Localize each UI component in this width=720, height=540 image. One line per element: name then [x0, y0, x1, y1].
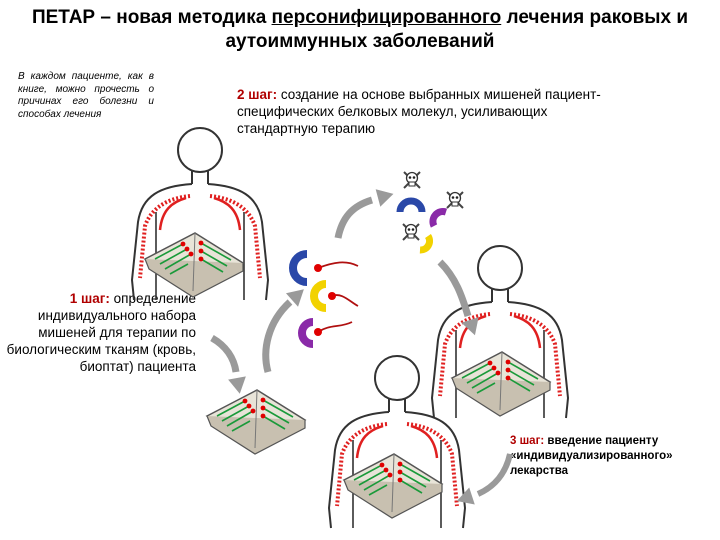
process-arrows — [210, 185, 513, 510]
step-2-description: создание на основе выбранных мишеней пац… — [237, 87, 601, 136]
arrow-targets-to-patient — [437, 259, 472, 318]
step-1-text: 1 шаг: определение индивидуального набор… — [4, 290, 196, 375]
title-part-1: ПЕТАР – новая методика — [31, 7, 272, 28]
step-1-description: определение индивидуального набора мишен… — [6, 291, 196, 374]
skull-icon — [446, 191, 464, 209]
arrow-molecules-to-targets — [334, 196, 374, 239]
molecules-left — [289, 250, 359, 348]
step-3-description: введение пациенту «индивидуализированног… — [510, 435, 673, 477]
arrow-sample-extraction — [210, 334, 240, 373]
step-3-text: 3 шаг: введение пациенту «индивидуализир… — [510, 434, 710, 479]
page-title: ПЕТАР – новая методика персонифицированн… — [0, 6, 720, 54]
patient-1-icon — [130, 126, 270, 302]
book-note: В каждом пациенте, как в книге, можно пр… — [18, 71, 154, 120]
arrow-book-to-molecules — [262, 299, 293, 373]
patient-3-icon — [327, 354, 467, 530]
step-1-label: 1 шаг: — [69, 291, 110, 306]
targets-cluster — [396, 171, 464, 254]
step-2-text: 2 шаг: создание на основе выбранных мише… — [237, 86, 617, 137]
step-2-label: 2 шаг: — [237, 87, 278, 102]
step-3-label: 3 шаг: — [510, 435, 545, 447]
title-underlined: персонифицированного — [271, 7, 502, 28]
sample-book-icon — [206, 389, 306, 455]
skull-icon — [403, 171, 421, 189]
arrow-to-patient-treatment — [476, 453, 513, 497]
skull-icon — [402, 223, 420, 241]
title-part-2: лечения раковых и аутоиммунных заболеван… — [225, 7, 689, 52]
